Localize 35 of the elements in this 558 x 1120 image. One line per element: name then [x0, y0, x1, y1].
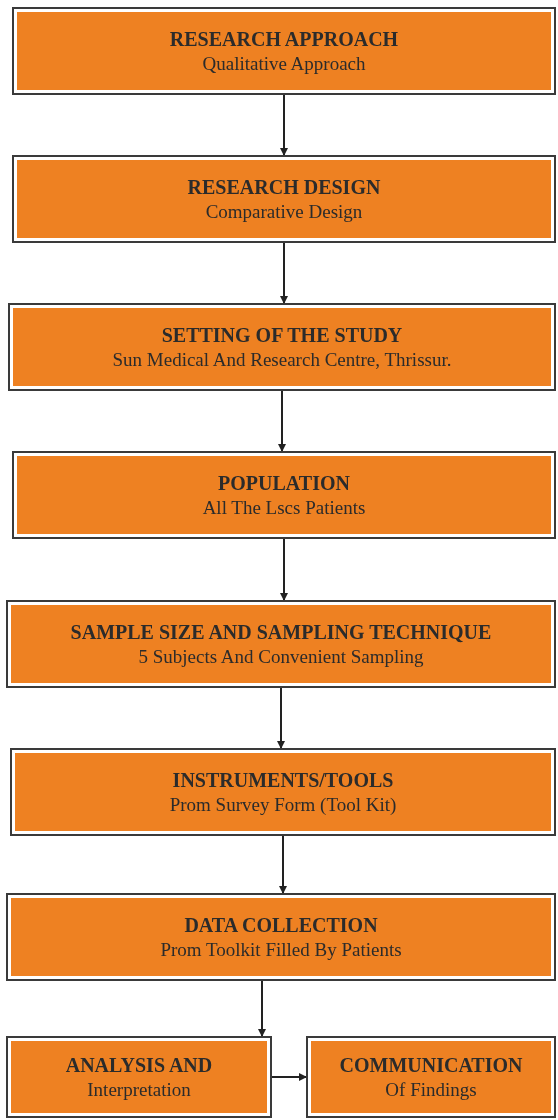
process-box: [12, 155, 556, 243]
arrow: [280, 242, 288, 304]
process-box: [6, 1036, 272, 1118]
process-box: [6, 600, 556, 688]
step-heading: ANALYSIS AND: [65, 1052, 213, 1078]
process-box: [8, 303, 556, 391]
step-description: 5 Subjects And Convenient Sampling: [138, 644, 424, 669]
process-box: [10, 748, 556, 836]
step-description: Prom Survey Form (Tool Kit): [169, 792, 397, 817]
step-heading: SETTING OF THE STUDY: [161, 322, 403, 348]
step-description: Qualitative Approach: [202, 51, 366, 76]
step-description: Of Findings: [385, 1077, 477, 1102]
step-heading: INSTRUMENTS/TOOLS: [172, 767, 394, 793]
step-heading: COMMUNICATION: [339, 1052, 523, 1078]
step-description: Interpretation: [87, 1077, 191, 1102]
arrow: [280, 94, 288, 156]
arrow: [271, 1073, 307, 1081]
step-heading: POPULATION: [218, 470, 350, 496]
process-box: [12, 7, 556, 95]
arrow: [278, 390, 286, 452]
arrow: [258, 980, 266, 1037]
process-box: [6, 893, 556, 981]
step-description: Comparative Design: [205, 199, 363, 224]
step-description: Prom Toolkit Filled By Patients: [160, 937, 402, 962]
arrow: [279, 835, 287, 894]
arrow: [280, 538, 288, 601]
arrow: [277, 687, 285, 749]
process-box: [12, 451, 556, 539]
step-description: All The Lscs Patients: [202, 495, 366, 520]
step-description: Sun Medical And Research Centre, Thrissur.: [112, 347, 452, 372]
step-heading: RESEARCH APPROACH: [169, 26, 399, 52]
step-heading: DATA COLLECTION: [184, 912, 378, 938]
process-box: [306, 1036, 556, 1118]
step-heading: SAMPLE SIZE AND SAMPLING TECHNIQUE: [70, 619, 492, 645]
step-heading: RESEARCH DESIGN: [187, 174, 381, 200]
